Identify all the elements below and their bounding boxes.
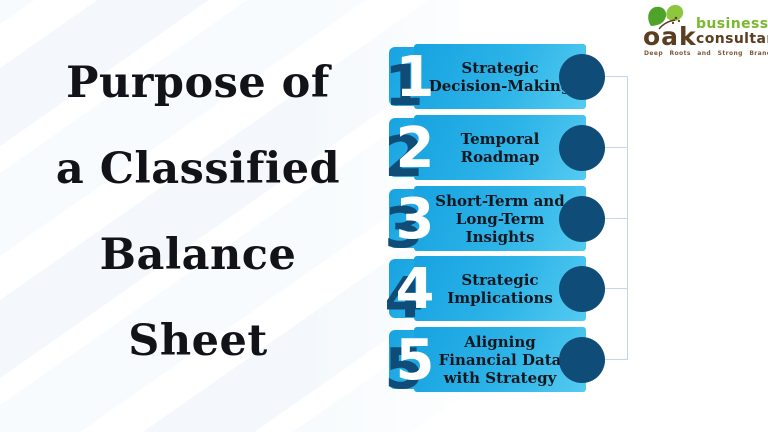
step-row-2: Temporal Roadmap 2 — [384, 115, 654, 181]
step-row-4: Strategic Implications 4 — [384, 256, 654, 322]
logo-wordmark: business consultant — [696, 17, 768, 47]
page-title: Purpose of a Classified Balance Sheet — [55, 58, 341, 366]
connector-line — [605, 147, 628, 148]
step-card: Strategic Implications — [414, 256, 586, 321]
step-row-3: Short-Term and Long-Term Insights 3 — [384, 186, 654, 252]
connector-line — [605, 288, 628, 289]
step-card: Temporal Roadmap — [414, 115, 586, 180]
step-row-5: Aligning Financial Data with Strategy 5 — [384, 327, 654, 393]
step-number: 5 — [395, 328, 435, 393]
step-number: 4 — [395, 257, 435, 322]
step-number: 1 — [395, 45, 435, 110]
step-number: 2 — [395, 116, 435, 181]
step-card: Strategic Decision-Making — [414, 44, 586, 109]
step-label: Strategic Decision-Making — [428, 58, 572, 95]
logo-business-text: business — [696, 16, 768, 32]
connector-line — [605, 218, 628, 219]
logo-oak-text: oak — [643, 22, 697, 51]
step-circle — [559, 266, 605, 312]
oak-leaves-icon — [648, 4, 684, 30]
step-label: Aligning Financial Data with Strategy — [438, 332, 562, 387]
step-label: Short-Term and Long-Term Insights — [435, 191, 565, 246]
logo-tagline: Deep Roots and Strong Branches — [644, 50, 768, 57]
connector-line — [605, 76, 628, 77]
step-circle — [559, 54, 605, 100]
step-circle — [559, 337, 605, 383]
step-circle — [559, 125, 605, 171]
step-card: Aligning Financial Data with Strategy — [414, 327, 586, 392]
step-number: 3 — [395, 187, 435, 252]
step-label: Strategic Implications — [447, 270, 553, 307]
connector-line — [605, 359, 628, 360]
step-card: Short-Term and Long-Term Insights — [414, 186, 586, 251]
step-circle — [559, 196, 605, 242]
step-row-1: Strategic Decision-Making 1 — [384, 44, 654, 110]
logo-consultant-text: consultant — [696, 31, 768, 47]
oak-business-consultant-logo: oak business consultant Deep Roots and S… — [643, 4, 768, 57]
step-label: Temporal Roadmap — [460, 129, 540, 166]
